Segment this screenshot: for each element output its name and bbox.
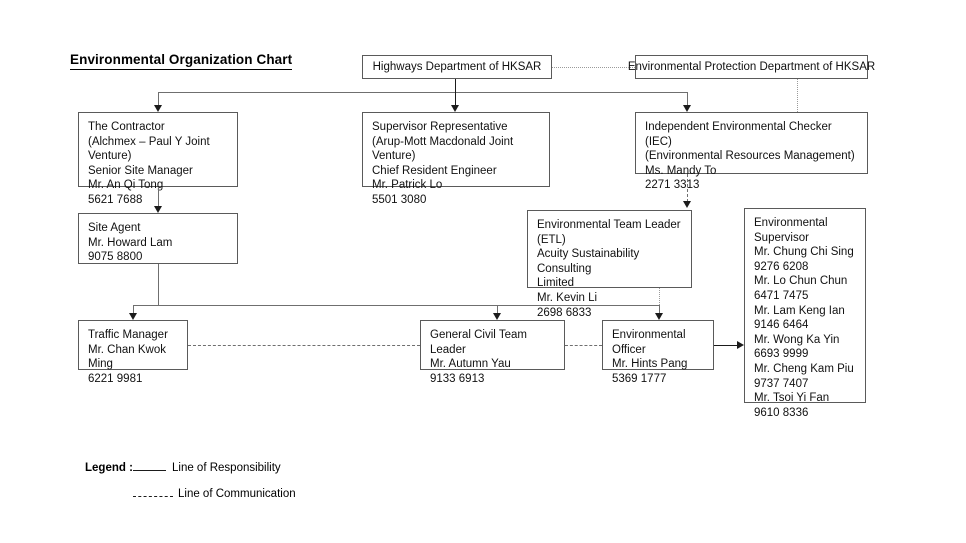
arrow-to-supervisor-rep bbox=[450, 105, 459, 112]
link-general-civil-to-env-officer bbox=[565, 345, 602, 346]
legend-dashed-swatch bbox=[133, 496, 173, 497]
drop-to-environmental-officer bbox=[659, 305, 660, 315]
bus-top-row bbox=[158, 92, 687, 93]
arrow-to-site-agent bbox=[153, 206, 162, 213]
node-highways-department[interactable]: Highways Department of HKSAR bbox=[362, 55, 552, 79]
drop-to-contractor bbox=[158, 92, 159, 107]
node-environmental-supervisor[interactable]: Environmental Supervisor Mr. Chung Chi S… bbox=[744, 208, 866, 419]
link-contractor-to-site-agent bbox=[158, 187, 159, 208]
node-general-civil-team-leader[interactable]: General Civil Team Leader Mr. Autumn Yau… bbox=[420, 320, 565, 385]
node-site-agent[interactable]: Site Agent Mr. Howard Lam 9075 8800 bbox=[78, 213, 238, 264]
legend-label: Legend : bbox=[85, 462, 133, 474]
node-traffic-manager[interactable]: Traffic Manager Mr. Chan Kwok Ming 6221 … bbox=[78, 320, 188, 385]
arrow-to-environmental-officer bbox=[654, 313, 663, 320]
node-environmental-officer[interactable]: Environmental Officer Mr. Hints Pang 536… bbox=[602, 320, 714, 385]
link-epd-to-iec bbox=[797, 79, 798, 112]
arrow-to-general-civil-team-leader bbox=[492, 313, 501, 320]
arrow-to-traffic-manager bbox=[128, 313, 137, 320]
legend-responsibility-text: Line of Responsibility bbox=[172, 462, 281, 474]
drop-to-traffic-manager bbox=[133, 305, 134, 315]
link-iec-to-etl bbox=[687, 174, 688, 202]
link-env-officer-to-supervisor bbox=[714, 345, 738, 346]
bus-bottom-row bbox=[133, 305, 659, 306]
arrow-to-etl bbox=[682, 201, 691, 208]
node-etl[interactable]: Environmental Team Leader (ETL) Acuity S… bbox=[527, 210, 692, 319]
drop-to-supervisor-rep bbox=[455, 79, 456, 107]
arrow-to-contractor bbox=[153, 105, 162, 112]
node-iec[interactable]: Independent Environmental Checker (IEC) … bbox=[635, 112, 868, 191]
drop-to-iec bbox=[687, 92, 688, 107]
node-supervisor-representative[interactable]: Supervisor Representative (Arup-Mott Mac… bbox=[362, 112, 550, 206]
link-etl-stem bbox=[659, 288, 660, 305]
drop-to-general-civil-team-leader bbox=[497, 305, 498, 315]
legend-communication-text: Line of Communication bbox=[178, 488, 296, 500]
arrow-to-environmental-supervisor bbox=[737, 340, 744, 349]
node-contractor[interactable]: The Contractor (Alchmex – Paul Y Joint V… bbox=[78, 112, 238, 206]
link-highways-to-epd bbox=[552, 67, 635, 68]
link-site-agent-stem bbox=[158, 264, 159, 305]
legend-solid-swatch bbox=[133, 470, 166, 471]
page-title: Environmental Organization Chart bbox=[70, 52, 293, 70]
arrow-to-iec bbox=[682, 105, 691, 112]
link-traffic-to-general-civil bbox=[188, 345, 420, 346]
node-environmental-protection-department[interactable]: Environmental Protection Department of H… bbox=[628, 55, 875, 79]
